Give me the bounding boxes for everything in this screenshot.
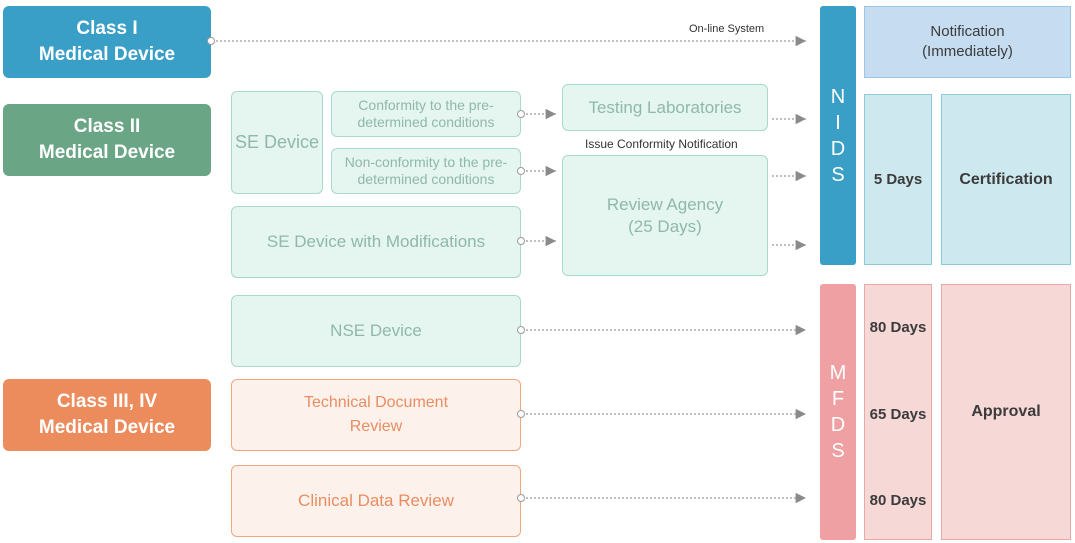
mfds-letter: S bbox=[831, 440, 845, 462]
mfds-letter: D bbox=[830, 414, 846, 436]
mfds-bar: M F D S bbox=[820, 284, 856, 540]
nids-letter: I bbox=[835, 111, 841, 134]
technical-connector-dot bbox=[517, 410, 525, 418]
approval-box: Approval bbox=[941, 284, 1071, 540]
clinical-review-box: Clinical Data Review bbox=[231, 465, 521, 537]
conformity-box: Conformity to the pre- determined condit… bbox=[331, 91, 521, 137]
days-80-first: 80 Days bbox=[869, 319, 927, 336]
days-65: 65 Days bbox=[869, 405, 927, 423]
nse-device-box: NSE Device bbox=[231, 295, 521, 367]
days-column: 80 Days 65 Days 80 Days bbox=[864, 284, 932, 540]
se-modifications-box: SE Device with Modifications bbox=[231, 206, 521, 278]
nids-letter: N bbox=[830, 85, 846, 108]
modifications-connector-dot bbox=[517, 237, 525, 245]
nonconformity-connector-dot bbox=[517, 167, 525, 175]
issue-notification-label: Issue Conformity Notification bbox=[585, 137, 738, 151]
nids-bar: N I D S bbox=[820, 6, 856, 265]
mfds-letter: F bbox=[831, 388, 845, 410]
se-device-box: SE Device bbox=[231, 91, 323, 194]
class1-box: Class I Medical Device bbox=[3, 6, 211, 78]
nids-letter: D bbox=[830, 137, 846, 160]
five-days-box: 5 Days bbox=[864, 94, 932, 265]
mfds-letter: M bbox=[829, 362, 847, 384]
online-system-label: On-line System bbox=[689, 23, 765, 35]
class3-box: Class III, IV Medical Device bbox=[3, 379, 211, 451]
days-80-second: 80 Days bbox=[869, 492, 927, 509]
clinical-connector-dot bbox=[517, 494, 525, 502]
testing-labs-box: Testing Laboratories bbox=[562, 84, 768, 131]
class1-connector-dot bbox=[207, 37, 215, 45]
non-conformity-box: Non-conformity to the pre- determined co… bbox=[331, 148, 521, 194]
nse-connector-dot bbox=[517, 326, 525, 334]
nids-letter: S bbox=[831, 163, 845, 186]
technical-review-box: Technical Document Review bbox=[231, 379, 521, 451]
conformity-connector-dot bbox=[517, 110, 525, 118]
class2-box: Class II Medical Device bbox=[3, 104, 211, 176]
notification-box: Notification (Immediately) bbox=[864, 6, 1071, 78]
certification-box: Certification bbox=[941, 94, 1071, 265]
review-agency-box: Review Agency (25 Days) bbox=[562, 155, 768, 276]
